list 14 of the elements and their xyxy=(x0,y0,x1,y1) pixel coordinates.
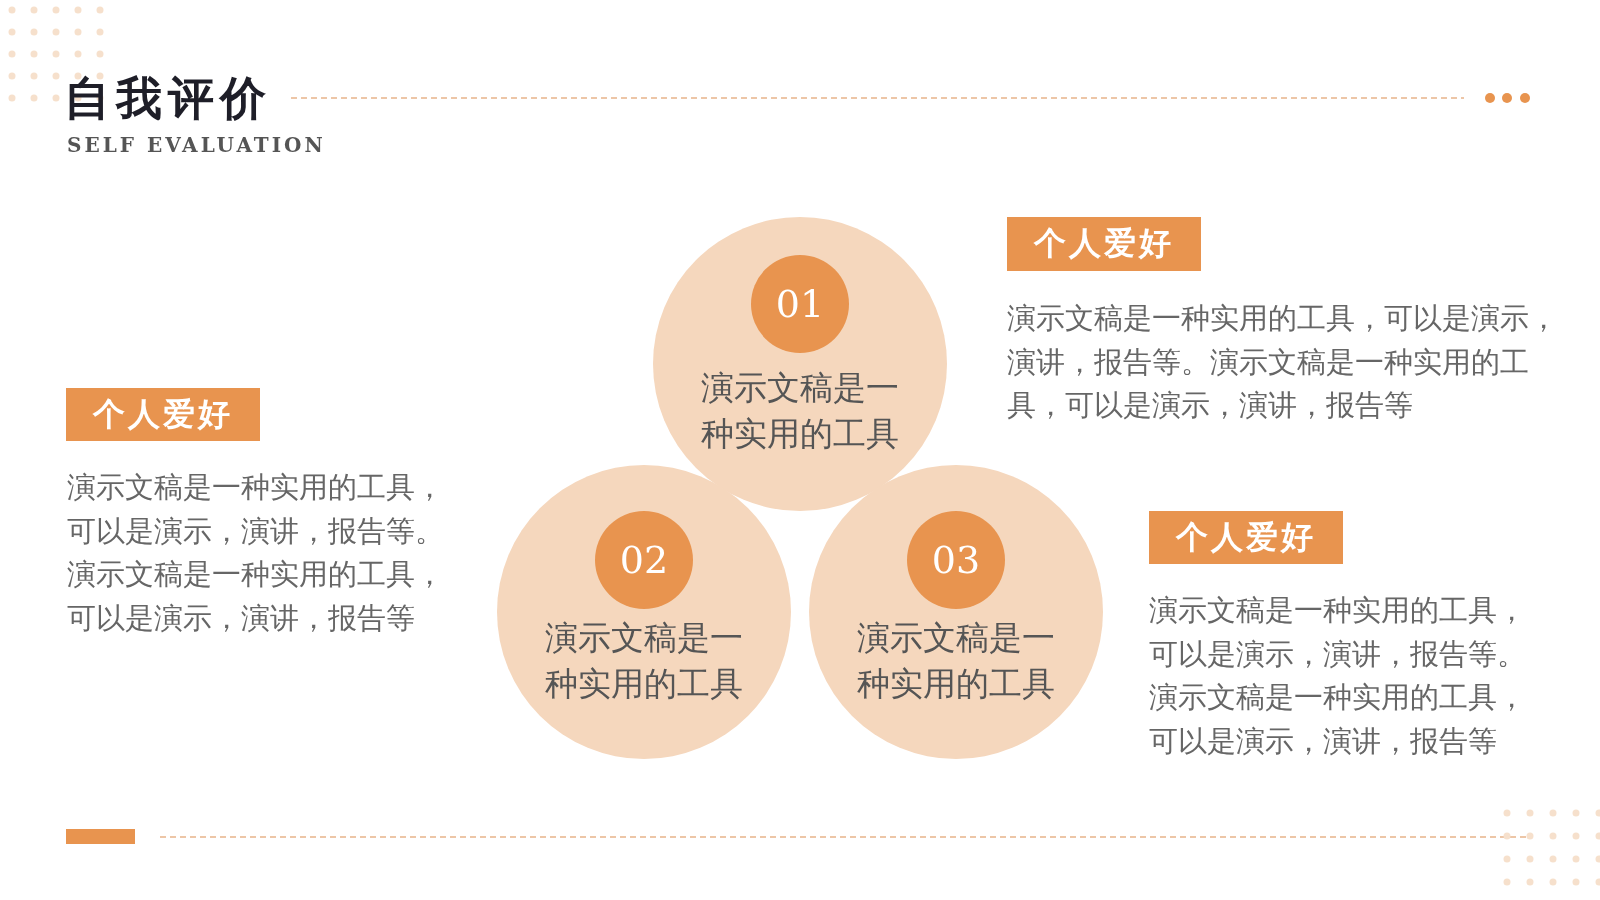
number-circle: 03 xyxy=(907,511,1005,609)
subtitle-text: SELF EVALUATION xyxy=(67,132,326,158)
tag-label: 个人爱好 xyxy=(1007,217,1201,271)
circle-text: 演示文稿是一种实用的工具 xyxy=(544,617,744,705)
description-text: 演示文稿是一种实用的工具，可以是演示，演讲，报告等。演示文稿是一种实用的工具，可以是演示，演讲，报告等 xyxy=(1149,592,1527,760)
tag-label: 个人爱好 xyxy=(66,388,260,441)
title-heading: 自我评价 xyxy=(64,70,272,126)
number-circle: 02 xyxy=(595,511,693,609)
description-text: 演示文稿是一种实用的工具，可以是演示，演讲，报告等。演示文稿是一种实用的工具，可以是演示，演讲，报告等 xyxy=(1007,300,1559,424)
description-text: 演示文稿是一种实用的工具，可以是演示，演讲，报告等。演示文稿是一种实用的工具，可以是演示，演讲，报告等 xyxy=(67,469,445,637)
circle-text: 演示文稿是一种实用的工具 xyxy=(856,617,1056,705)
circle-text: 演示文稿是一种实用的工具 xyxy=(700,367,900,455)
number-circle: 01 xyxy=(751,255,849,353)
tag-label: 个人爱好 xyxy=(1149,511,1343,564)
